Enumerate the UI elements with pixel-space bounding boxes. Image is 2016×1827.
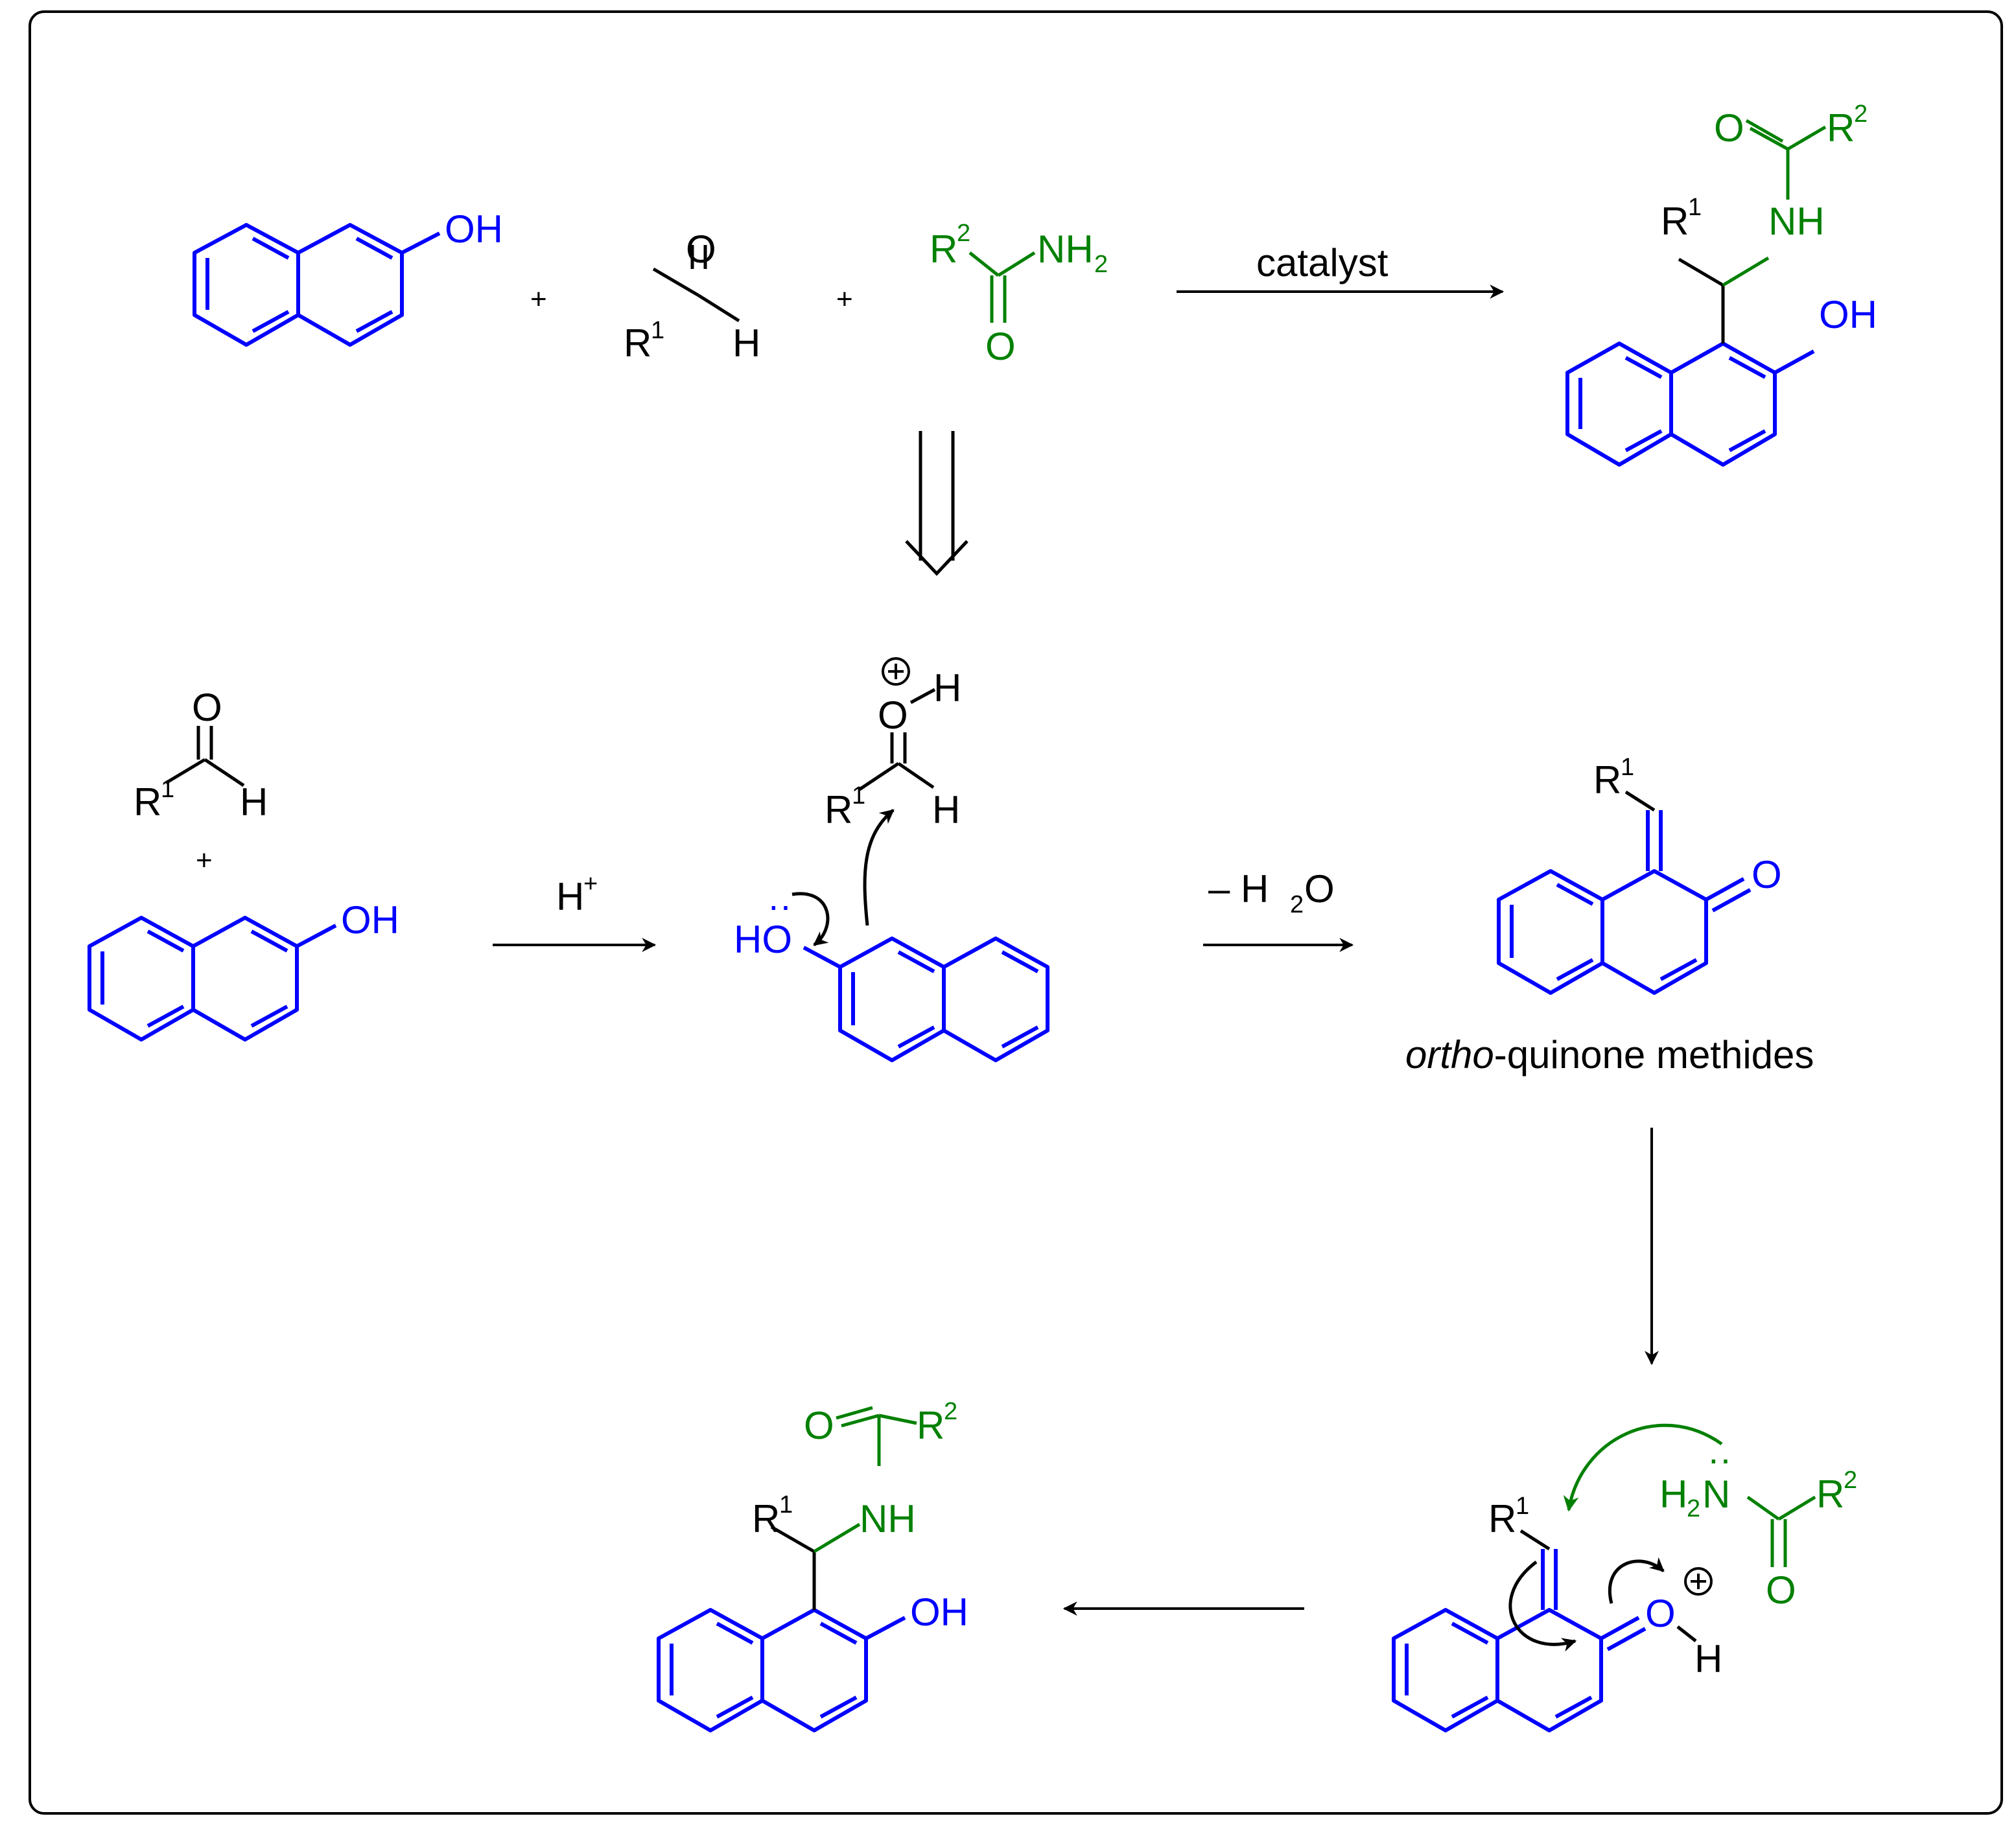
curved-arrow <box>863 809 895 926</box>
protonated-h: H <box>932 788 960 832</box>
curved-arrow <box>1563 1423 1723 1512</box>
curved-arrow <box>1508 1561 1577 1652</box>
acid-label-sup: + <box>583 870 598 898</box>
final-r2: R <box>917 1404 944 1447</box>
qm-o: O <box>1752 853 1782 896</box>
catalyst-label: catalyst <box>1256 241 1389 285</box>
oh-label: OH <box>341 898 399 942</box>
final-oh: OH <box>910 1590 968 1634</box>
qm-r1: R <box>1593 758 1621 802</box>
nuc-o: O <box>1766 1568 1796 1612</box>
amide-nh2: NH <box>1037 227 1094 271</box>
protonated-qm <box>1392 1529 1713 1732</box>
final-o: O <box>804 1404 834 1447</box>
aldehyde-top <box>652 245 740 323</box>
final-r2-sup: 2 <box>944 1398 957 1425</box>
amide-r: R <box>930 227 957 271</box>
naphthol-mid <box>88 916 337 1042</box>
product-r1-sup: 1 <box>1688 194 1702 221</box>
dehydration-label-sub: 2 <box>1290 891 1304 918</box>
product-r1: R <box>1661 200 1689 243</box>
dehydration-label-o: O <box>1304 867 1335 911</box>
nuc-h: H <box>1659 1472 1687 1516</box>
product-r2-sup: 2 <box>1854 100 1868 128</box>
amide-o: O <box>985 325 1016 368</box>
aldehyde-mid-r: R <box>134 780 161 824</box>
protonated-aldehyde <box>858 657 936 791</box>
plus-sign: + <box>530 283 547 315</box>
double-arrow <box>905 431 968 576</box>
product-top <box>1565 119 1827 467</box>
oh-label: OH <box>445 207 503 251</box>
naphthol-nucleophile <box>803 937 1049 1062</box>
qm-caption-rest: -quinone methides <box>1494 1033 1814 1076</box>
nuc-h-sub: 2 <box>1687 1495 1700 1522</box>
final-r1: R <box>752 1497 780 1541</box>
final-r1-sup: 1 <box>779 1491 793 1519</box>
quinone-methide <box>1497 790 1752 995</box>
ho-label: HO <box>734 918 792 961</box>
product-o: O <box>1714 106 1744 150</box>
nuc-r2: R <box>1816 1472 1844 1516</box>
final-nh: NH <box>860 1497 916 1541</box>
pqm-h: H <box>1694 1637 1722 1681</box>
amide-nucleophile <box>1746 1495 1816 1567</box>
nuc-r2-sup: 2 <box>1844 1467 1857 1494</box>
amide-top <box>968 251 1036 323</box>
aldehyde-mid-r-sup: 1 <box>161 776 174 803</box>
protonated-h-top: H <box>933 666 961 710</box>
qm-caption-italic: ortho <box>1405 1033 1494 1076</box>
pqm-r1: R <box>1488 1497 1516 1541</box>
product-r2: R <box>1827 106 1855 150</box>
product-bottom <box>657 1406 917 1732</box>
aldehyde-h: H <box>733 321 760 365</box>
aldehyde-mid <box>165 726 245 787</box>
qm-caption: ortho-quinone methides <box>1405 1033 1814 1076</box>
curved-arrow <box>1608 1557 1665 1604</box>
lone-pair: ·· <box>1707 1438 1731 1479</box>
curved-arrow <box>791 892 830 946</box>
aldehyde-r-sup: 1 <box>651 317 664 344</box>
plus-sign: + <box>196 844 213 876</box>
protonated-o: O <box>878 693 908 737</box>
aldehyde-r: R <box>624 321 651 365</box>
protonated-r-sup: 1 <box>852 782 865 809</box>
aldehyde-mid-h: H <box>240 780 268 824</box>
amide-r-sup: 2 <box>957 220 970 247</box>
product-oh: OH <box>1819 293 1877 336</box>
naphthol-top <box>193 223 441 347</box>
pqm-r1-sup: 1 <box>1516 1493 1529 1520</box>
aldehyde-mid-o: O <box>192 686 222 729</box>
nuc-n: N <box>1702 1472 1730 1516</box>
pqm-o: O <box>1645 1592 1676 1635</box>
acid-label: H <box>556 875 584 918</box>
dehydration-label: – H <box>1208 867 1269 911</box>
lone-pair: ·· <box>768 885 791 925</box>
amide-nh2-sub: 2 <box>1094 251 1108 278</box>
plus-sign: + <box>836 283 853 315</box>
protonated-r: R <box>825 788 852 832</box>
product-nh: NH <box>1768 200 1825 243</box>
aldehyde-o: O <box>686 227 716 271</box>
qm-r1-sup: 1 <box>1621 754 1634 781</box>
frame <box>29 10 2003 1815</box>
